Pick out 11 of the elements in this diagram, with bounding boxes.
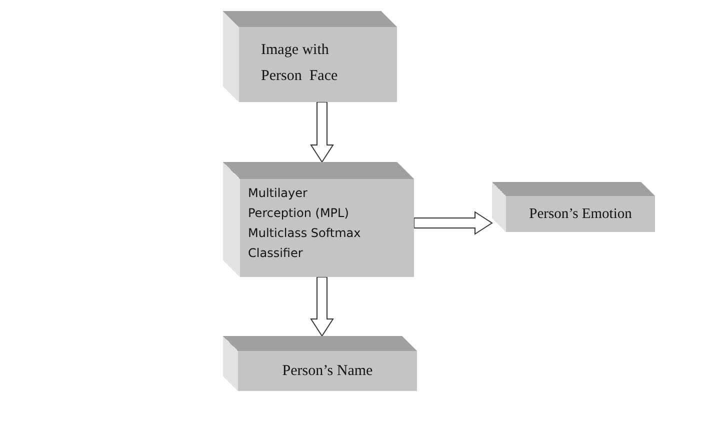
node-label: Person’s Name <box>282 362 373 380</box>
block-box <box>492 182 655 232</box>
block-arrow <box>310 276 334 337</box>
block-box <box>223 162 414 277</box>
node-label: Multilayer Perception (MPL) Multiclass Softmax Classifier <box>248 185 362 262</box>
block-arrow <box>310 102 334 163</box>
block-box <box>223 336 417 391</box>
node-label: Image with Person Face <box>261 41 339 86</box>
node-label: Person’s Emotion <box>529 205 632 223</box>
block-arrow <box>414 211 493 235</box>
block-box <box>223 11 397 102</box>
